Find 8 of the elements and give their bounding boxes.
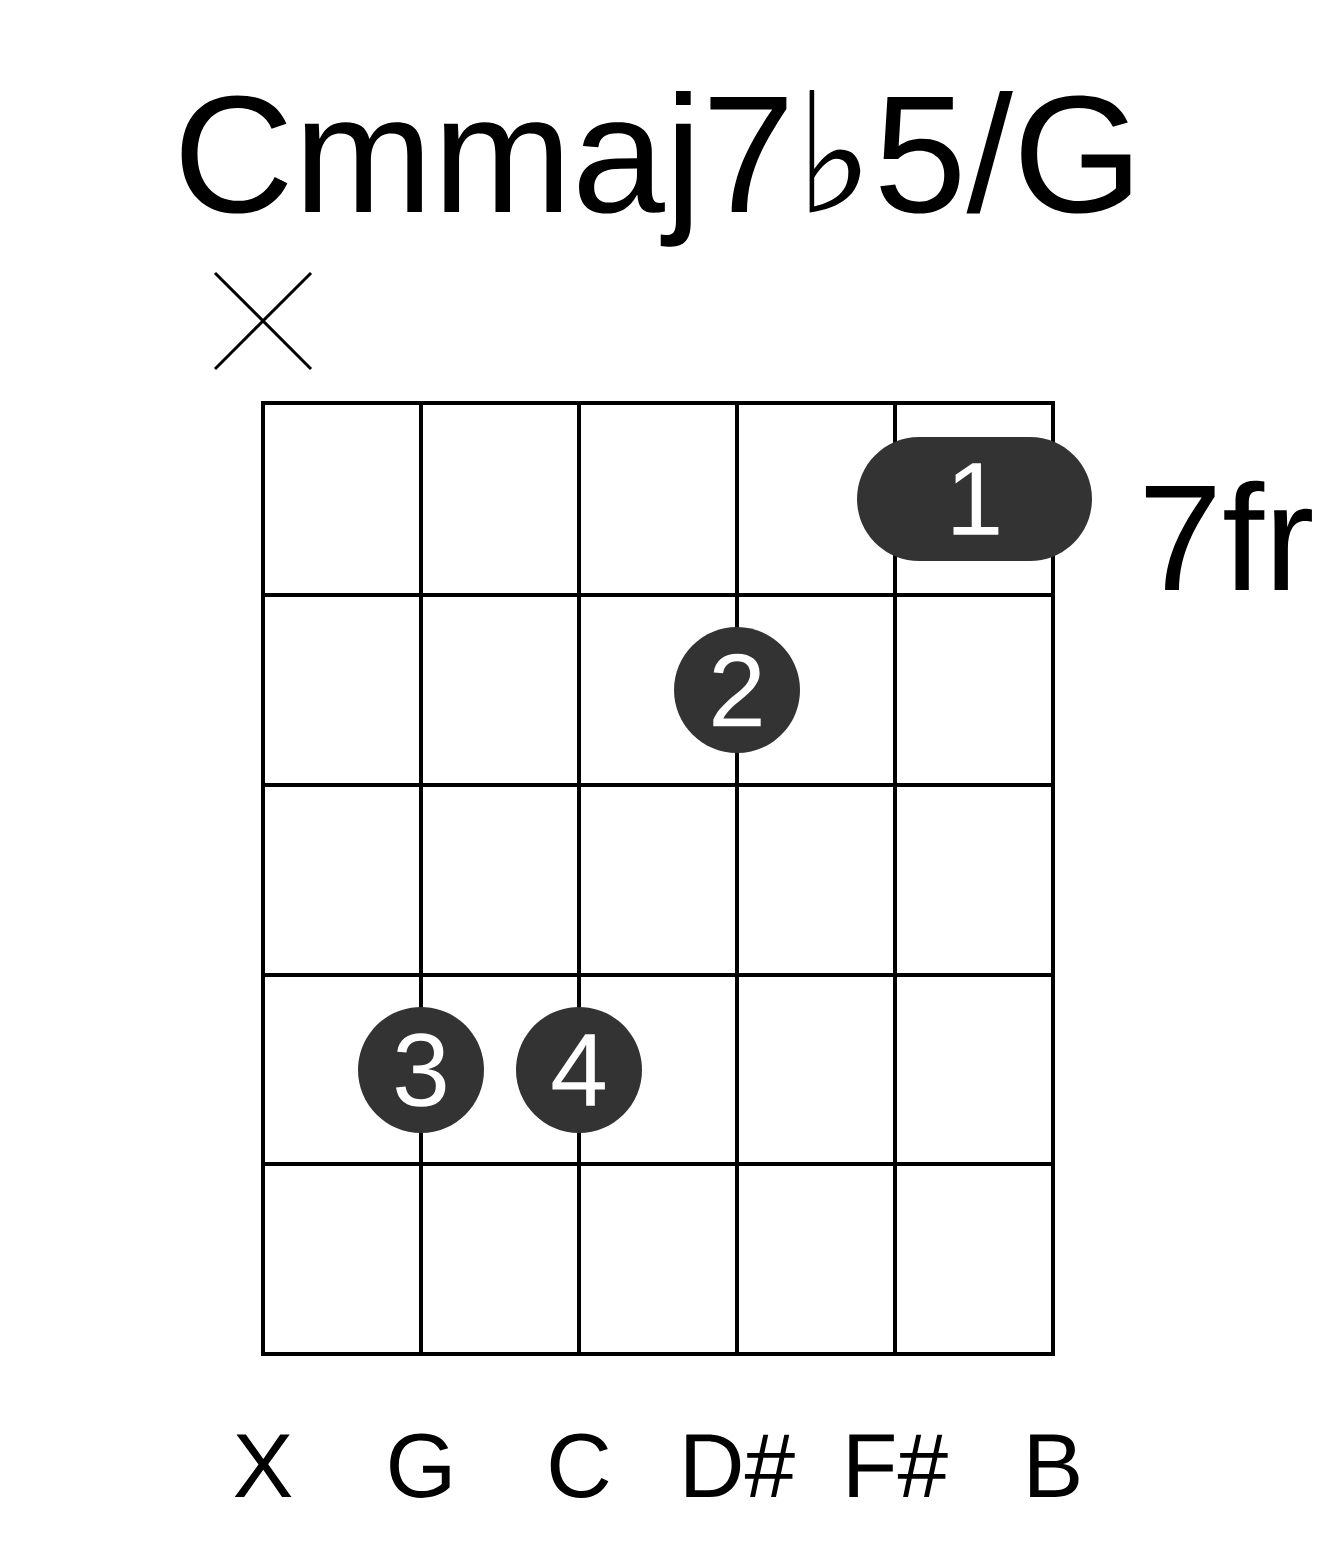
string-note-label: D# (686, 1434, 795, 1497)
chord-title: Cmmaj7♭5/G (181, 89, 1131, 247)
string-note-label: G (390, 1433, 450, 1498)
string-note-label: F# (849, 1434, 948, 1497)
string-note-label: X (234, 1434, 292, 1497)
string-note-label: C (550, 1433, 609, 1498)
string-note-label: B (1030, 1434, 1079, 1497)
fret-number: 7fr (1145, 480, 1312, 590)
